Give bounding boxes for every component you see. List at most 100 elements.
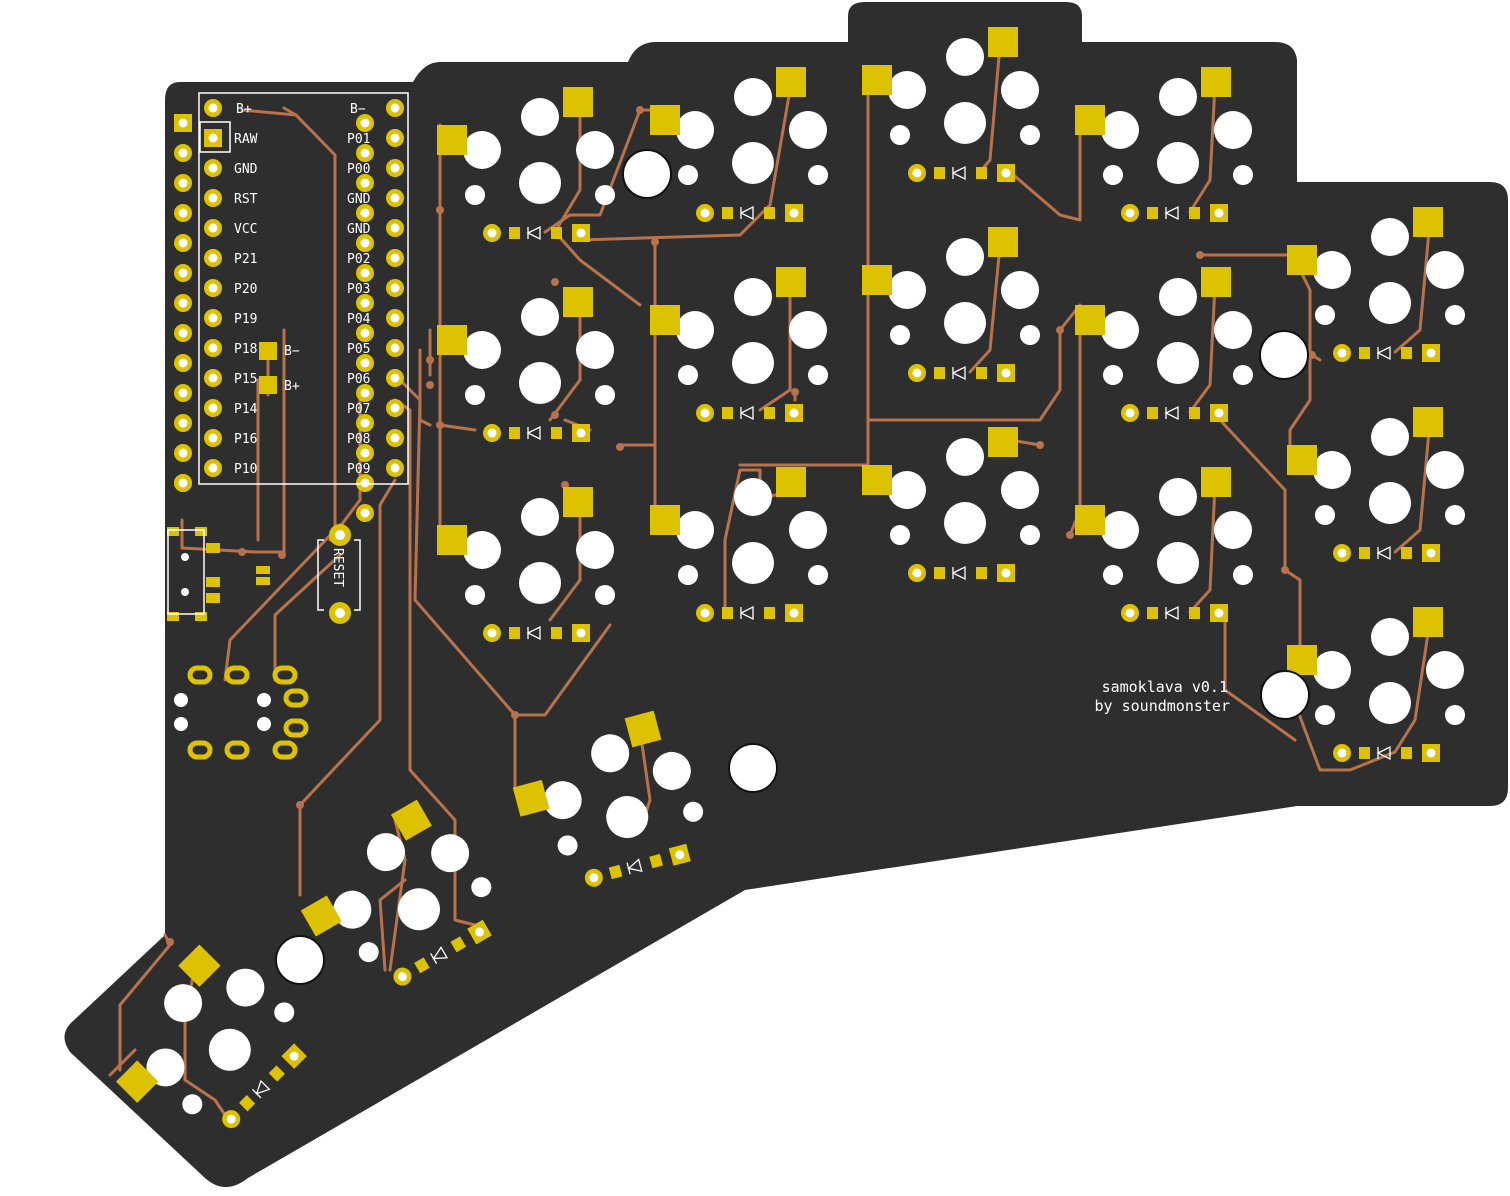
switch-hole (1313, 251, 1351, 289)
jack-hole (257, 693, 271, 707)
pad-drill (390, 223, 400, 233)
hotswap-pad (1287, 645, 1317, 675)
switch-hole (1371, 218, 1409, 256)
key-switch-2 (437, 287, 615, 442)
hotswap-pad (862, 65, 892, 95)
pad-drill (912, 568, 922, 578)
pad-drill (360, 448, 370, 458)
mounting-hole-icon (622, 149, 672, 199)
diode-smd-pad (1401, 747, 1412, 759)
pad-drill (390, 133, 400, 143)
switch-hole (181, 553, 189, 561)
pad-drill (390, 343, 400, 353)
pin-label-left-10: P16 (234, 432, 257, 447)
diode-smd-pad (764, 607, 775, 619)
diode-smd-pad (722, 607, 733, 619)
diode-smd-pad (1401, 347, 1412, 359)
diode-smd-pad (722, 207, 733, 219)
hotswap-pad (1287, 445, 1317, 475)
copper-trace (1188, 83, 1217, 214)
copper-trace (578, 88, 792, 242)
switch-center-hole (208, 1028, 251, 1071)
switch-hole (676, 311, 714, 349)
pin-label-left-4: P21 (234, 252, 257, 267)
pad-drill (390, 373, 400, 383)
switch-hole (226, 968, 265, 1007)
switch-peg (274, 1002, 295, 1023)
switch-hole (521, 498, 559, 536)
pad-drill (360, 478, 370, 488)
hotswap-pad (563, 487, 593, 517)
key-switch-1 (437, 87, 615, 242)
pad-drill (208, 403, 218, 413)
diode-smd-pad (551, 427, 562, 439)
switch-peg (808, 165, 828, 185)
switch-center-hole (944, 302, 986, 344)
credit-line-1: samoklava v0.1 (1102, 678, 1228, 696)
switch-hole (1159, 478, 1197, 516)
via (436, 206, 444, 214)
switch-hole (1426, 451, 1464, 489)
diode-icon (1376, 745, 1391, 761)
pin-label-right-3: GND (347, 222, 371, 237)
switch-smd-pad (167, 612, 179, 621)
mounting-hole-icon (1259, 330, 1309, 380)
via (1196, 251, 1204, 259)
diode-smd-pad (1147, 607, 1158, 619)
diode-smd-pad (722, 407, 733, 419)
copper-trace (1188, 483, 1217, 614)
switch-center-hole (944, 502, 986, 544)
switch-hole (543, 781, 582, 820)
diode-icon (951, 165, 966, 181)
key-switch-7 (862, 27, 1040, 182)
hotswap-pad (1413, 207, 1443, 237)
pin-label-right-5: P03 (347, 282, 370, 297)
pin-label-left-7: P18 (234, 342, 257, 357)
via (426, 356, 434, 364)
pad-drill (576, 428, 586, 438)
switch-peg (182, 1094, 203, 1115)
switch-peg (678, 165, 698, 185)
pin-label-left-1: GND (234, 162, 258, 177)
diode-icon (526, 625, 541, 641)
diode-icon (951, 565, 966, 581)
pad-drill (487, 428, 497, 438)
switch-hole (1214, 111, 1252, 149)
switch-hole (181, 588, 189, 596)
hotswap-pad (563, 287, 593, 317)
copper-trace (1288, 248, 1312, 452)
pad-drill (390, 163, 400, 173)
pad-drill (397, 972, 407, 982)
switch-peg (557, 835, 578, 856)
diode-icon (951, 365, 966, 381)
hotswap-pad (776, 467, 806, 497)
pad-drill (390, 253, 400, 263)
hotswap-pad (1201, 267, 1231, 297)
switch-peg (465, 585, 485, 605)
switch-center-hole (1157, 142, 1199, 184)
switch-hole (463, 131, 501, 169)
switch-peg (1103, 365, 1123, 385)
hotswap-pad (300, 895, 342, 937)
switch-hole (1101, 311, 1139, 349)
switch-hole (1214, 311, 1252, 349)
diode-icon (526, 225, 541, 241)
switch-center-hole (1369, 482, 1411, 524)
switch-hole (576, 531, 614, 569)
pad-drill (1426, 548, 1436, 558)
via (551, 278, 559, 286)
pad-drill (335, 608, 345, 618)
via (296, 801, 304, 809)
switch-smd-pad (195, 527, 207, 536)
pin-label-left-6: P19 (234, 312, 257, 327)
copper-trace (438, 423, 477, 432)
switch-peg (465, 185, 485, 205)
copper-trace (418, 348, 432, 427)
key-switch-5 (650, 267, 828, 422)
key-switch-10 (1075, 67, 1253, 222)
switch-hole (888, 271, 926, 309)
key-switch-9 (862, 427, 1040, 582)
copper-trace (108, 1048, 137, 1077)
switch-peg (1315, 305, 1335, 325)
via (278, 551, 286, 559)
